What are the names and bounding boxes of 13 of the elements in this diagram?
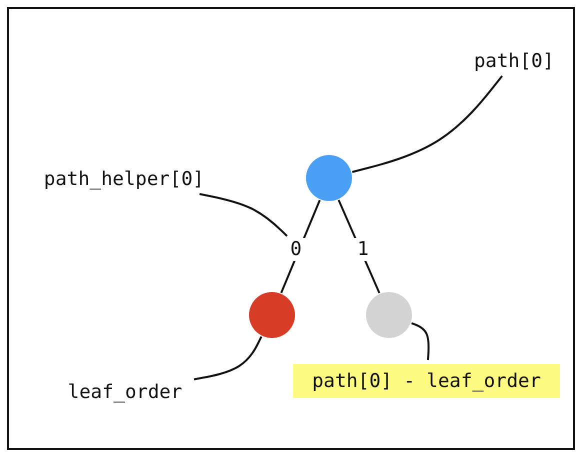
- highlighted-label: path[0] - leaf_order: [293, 364, 560, 398]
- annotation-label: path_helper[0]: [34, 168, 214, 190]
- tree-node-circle: [306, 155, 352, 201]
- tree-edge: [280, 200, 321, 294]
- tree-node-circle: [249, 292, 295, 338]
- annotation-label: path[0]: [466, 50, 562, 72]
- annotation-label: leaf_order: [60, 381, 190, 403]
- leader-line: [199, 193, 288, 237]
- tree-edge: [338, 200, 380, 294]
- leader-line: [352, 75, 503, 173]
- leader-line: [194, 336, 262, 380]
- tree-node-circle: [366, 292, 412, 338]
- leader-line: [411, 322, 430, 360]
